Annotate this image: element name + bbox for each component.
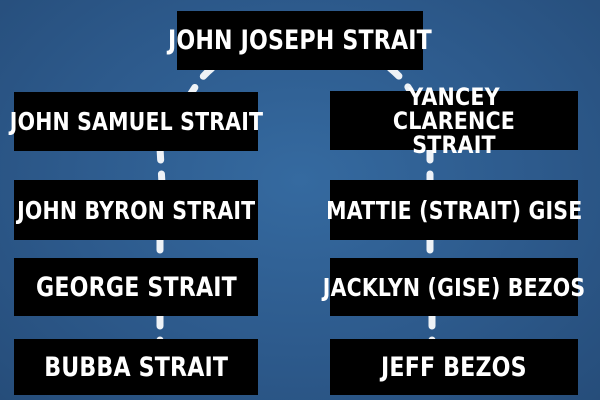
node-right-4-label: JEFF BEZOS (381, 351, 527, 383)
node-right-4: JEFF BEZOS (330, 339, 578, 395)
node-right-1-label: YANCEY CLARENCE STRAIT (392, 82, 516, 159)
node-left-2: JOHN BYRON STRAIT (14, 180, 258, 240)
node-left-3: GEORGE STRAIT (14, 258, 258, 316)
node-right-2: MATTIE (STRAIT) GISE (326, 180, 582, 240)
node-right-3: JACKLYN (GISE) BEZOS (323, 258, 585, 316)
node-left-3-label: GEORGE STRAIT (35, 271, 237, 303)
node-left-1-label: JOHN SAMUEL STRAIT (9, 107, 263, 136)
node-root-label: JOHN JOSEPH STRAIT (168, 25, 432, 56)
node-left-4: BUBBA STRAIT (14, 339, 258, 395)
node-right-1: YANCEY CLARENCE STRAIT (330, 85, 578, 157)
node-right-2-label: MATTIE (STRAIT) GISE (325, 195, 583, 225)
connector-left-1-2 (156, 144, 166, 188)
connector-root-left (186, 64, 216, 99)
node-root: JOHN JOSEPH STRAIT (168, 11, 432, 70)
node-left-2-label: JOHN BYRON STRAIT (16, 195, 256, 225)
node-left-1: JOHN SAMUEL STRAIT (9, 92, 263, 151)
node-left-4-label: BUBBA STRAIT (44, 351, 228, 383)
node-right-3-label: JACKLYN (GISE) BEZOS (322, 272, 586, 302)
